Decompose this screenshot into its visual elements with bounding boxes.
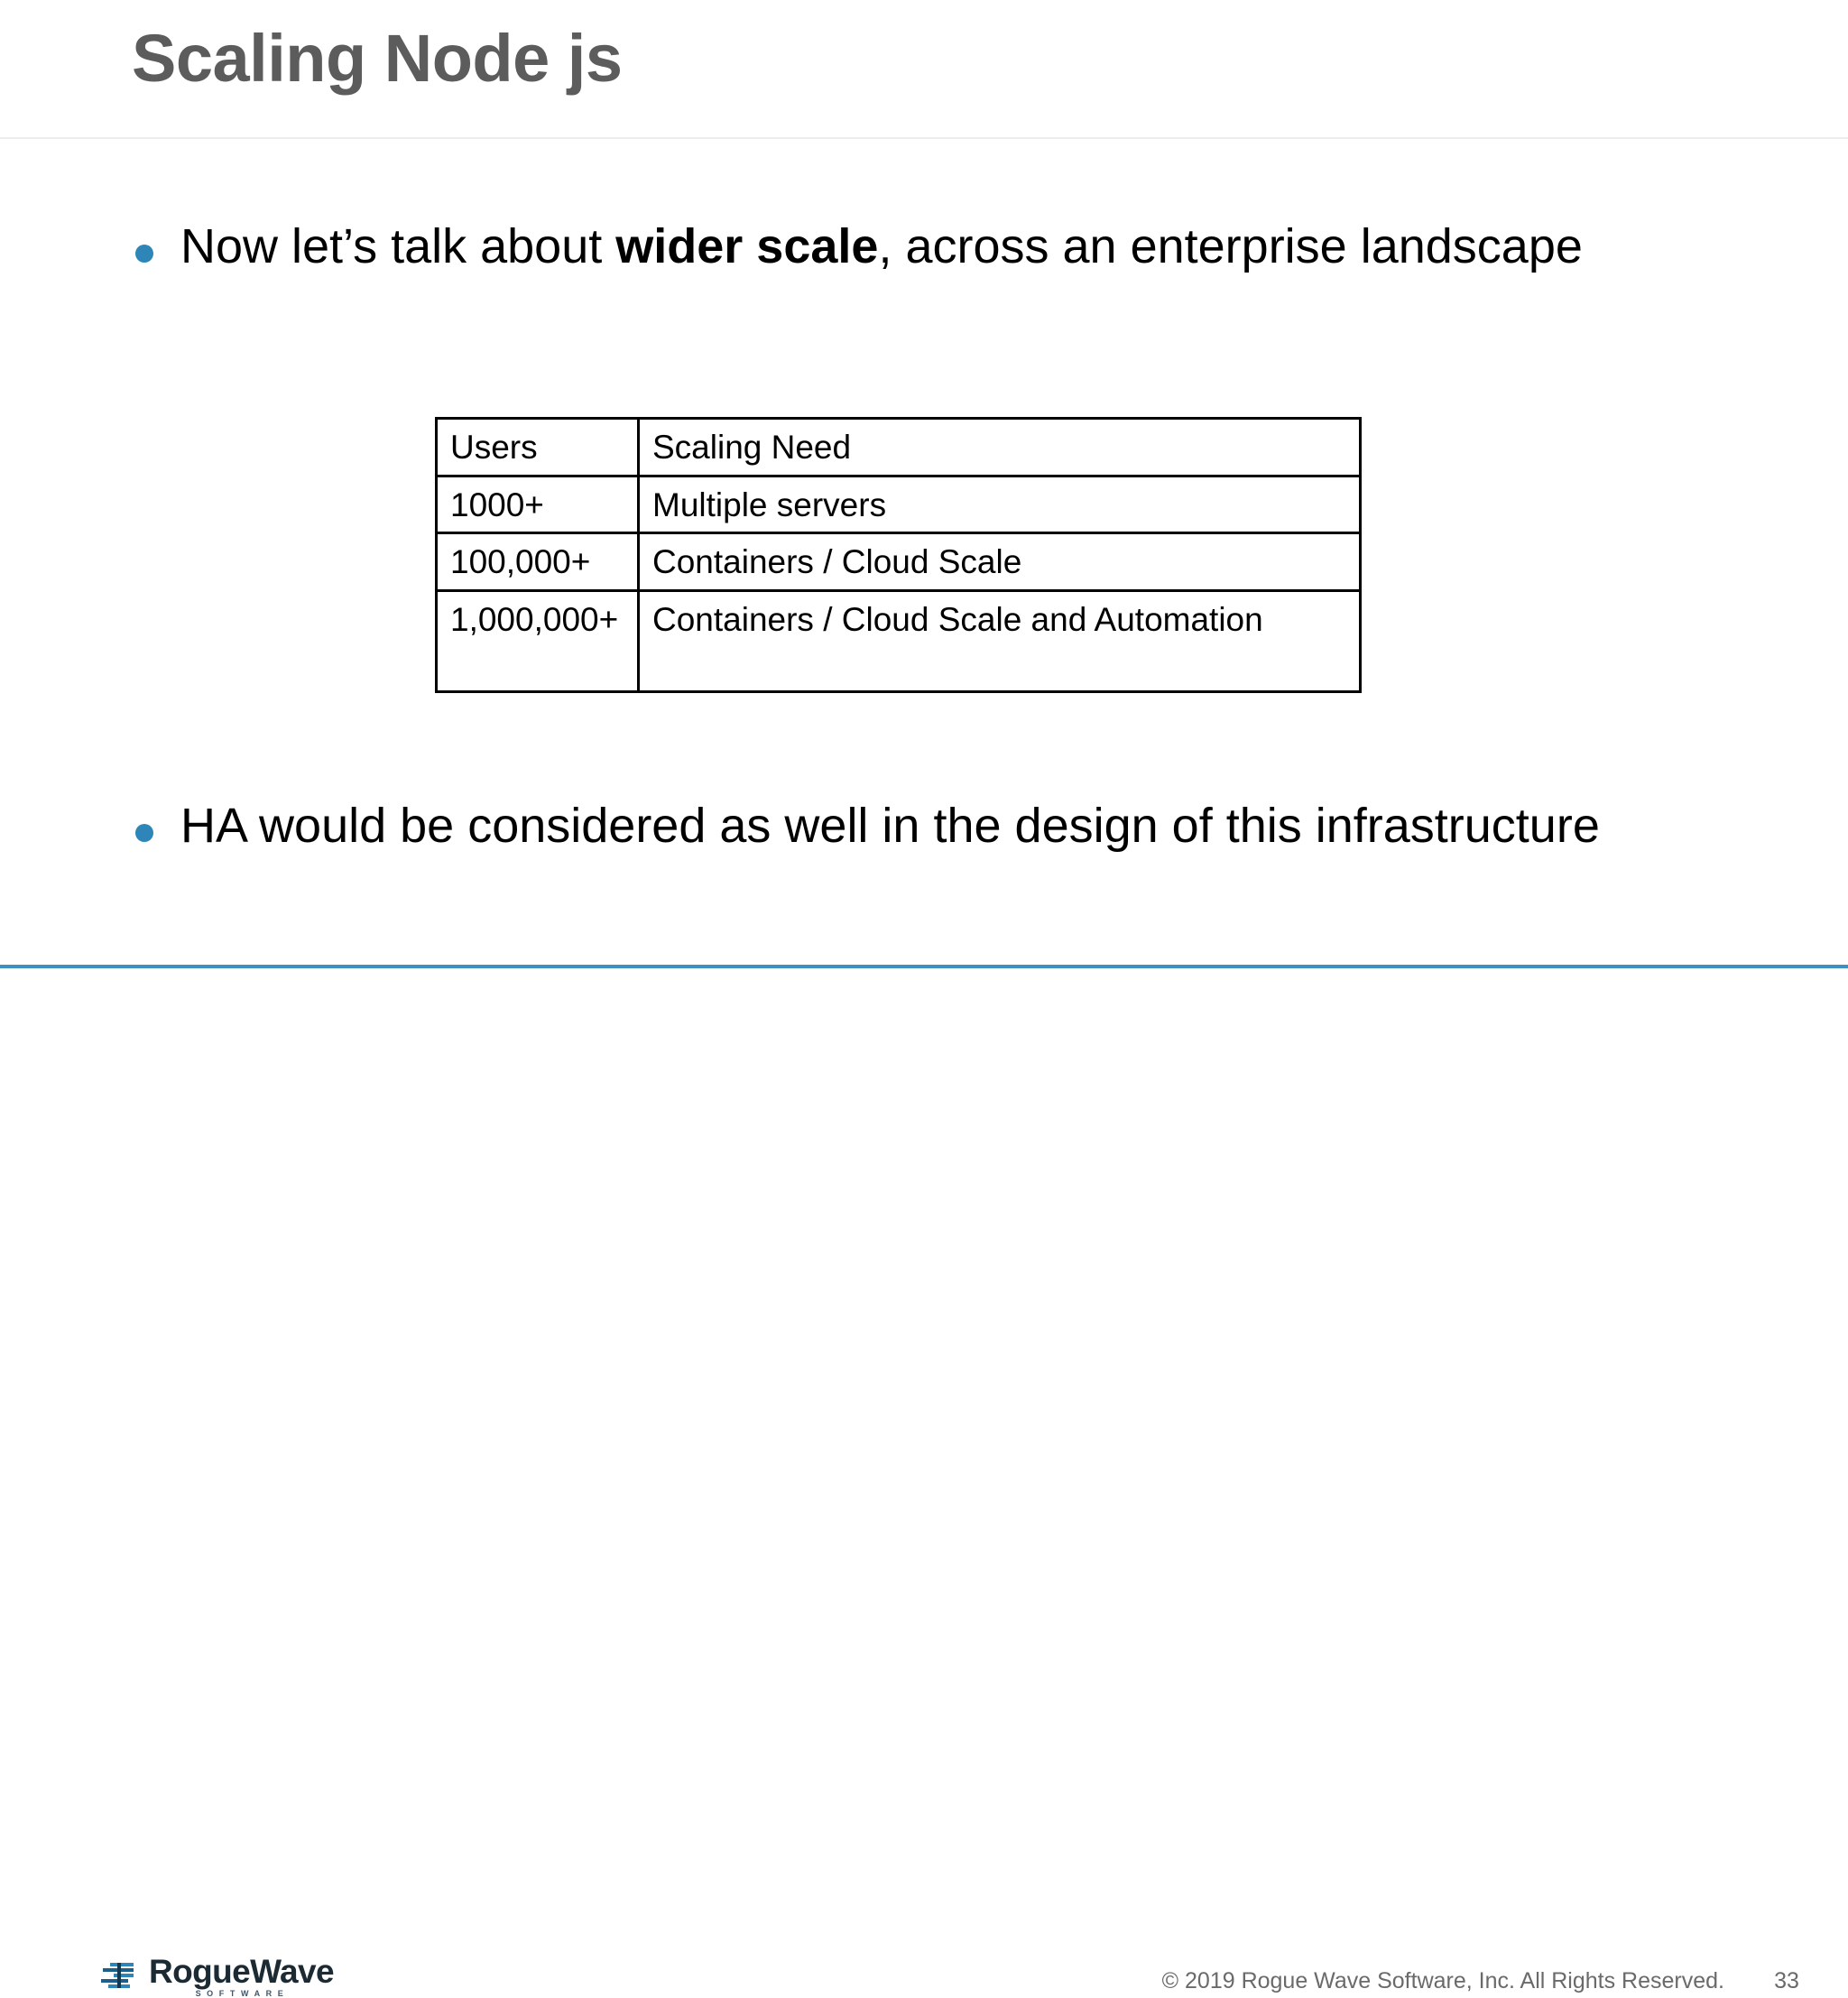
scaling-need-table: Users Scaling Need 1000+ Multiple server…	[435, 417, 1362, 693]
bullet-dot-icon	[135, 824, 153, 842]
bullet-1-text-after: , across an enterprise landscape	[878, 219, 1583, 273]
bullet-1-text-before: Now let’s talk about	[180, 219, 616, 273]
table-header-row: Users Scaling Need	[435, 417, 1362, 477]
bullet-item-2: HA would be considered as well in the de…	[135, 799, 1687, 853]
table-cell-scaling-need: Containers / Cloud Scale	[637, 532, 1362, 592]
logo-wordmark: RogueWave	[149, 1953, 335, 1990]
wave-lines-icon	[99, 1961, 141, 1992]
rogue-wave-logo: RogueWave SOFTWARE	[99, 1953, 335, 1998]
bullet-1-text-bold: wider scale	[615, 219, 879, 273]
logo-text: RogueWave SOFTWARE	[149, 1953, 335, 1998]
table-cell-users: 1000+	[435, 474, 640, 535]
table-cell-scaling-need: Multiple servers	[637, 474, 1362, 535]
bullet-text-1: Now let’s talk about wider scale, across…	[180, 219, 1687, 273]
table-cell-users: 1,000,000+	[435, 588, 640, 693]
bullet-text-2: HA would be considered as well in the de…	[180, 799, 1600, 853]
logo-tagline: SOFTWARE	[195, 1989, 290, 1998]
table-header-users: Users	[435, 417, 640, 477]
copyright-text: © 2019 Rogue Wave Software, Inc. All Rig…	[1161, 1968, 1724, 1993]
slide-footer: RogueWave SOFTWARE © 2019 Rogue Wave Sof…	[0, 968, 1848, 1998]
table-cell-scaling-need: Containers / Cloud Scale and Automation	[637, 588, 1362, 693]
table-cell-users: 100,000+	[435, 532, 640, 592]
table-row: 1000+ Multiple servers	[435, 474, 1362, 535]
table-header-scaling-need: Scaling Need	[637, 417, 1362, 477]
page-number: 33	[1774, 1968, 1799, 1993]
slide-body: Now let’s talk about wider scale, across…	[0, 153, 1848, 948]
header-divider	[0, 137, 1848, 139]
footer-divider	[0, 965, 1848, 968]
page-title: Scaling Node js	[132, 21, 623, 96]
slide-canvas: Scaling Node js Now let’s talk about wid…	[0, 21, 1848, 1998]
table-row: 1,000,000+ Containers / Cloud Scale and …	[435, 588, 1362, 693]
bullet-dot-icon	[135, 245, 153, 263]
bullet-item-1: Now let’s talk about wider scale, across…	[135, 219, 1687, 273]
table-row: 100,000+ Containers / Cloud Scale	[435, 532, 1362, 592]
